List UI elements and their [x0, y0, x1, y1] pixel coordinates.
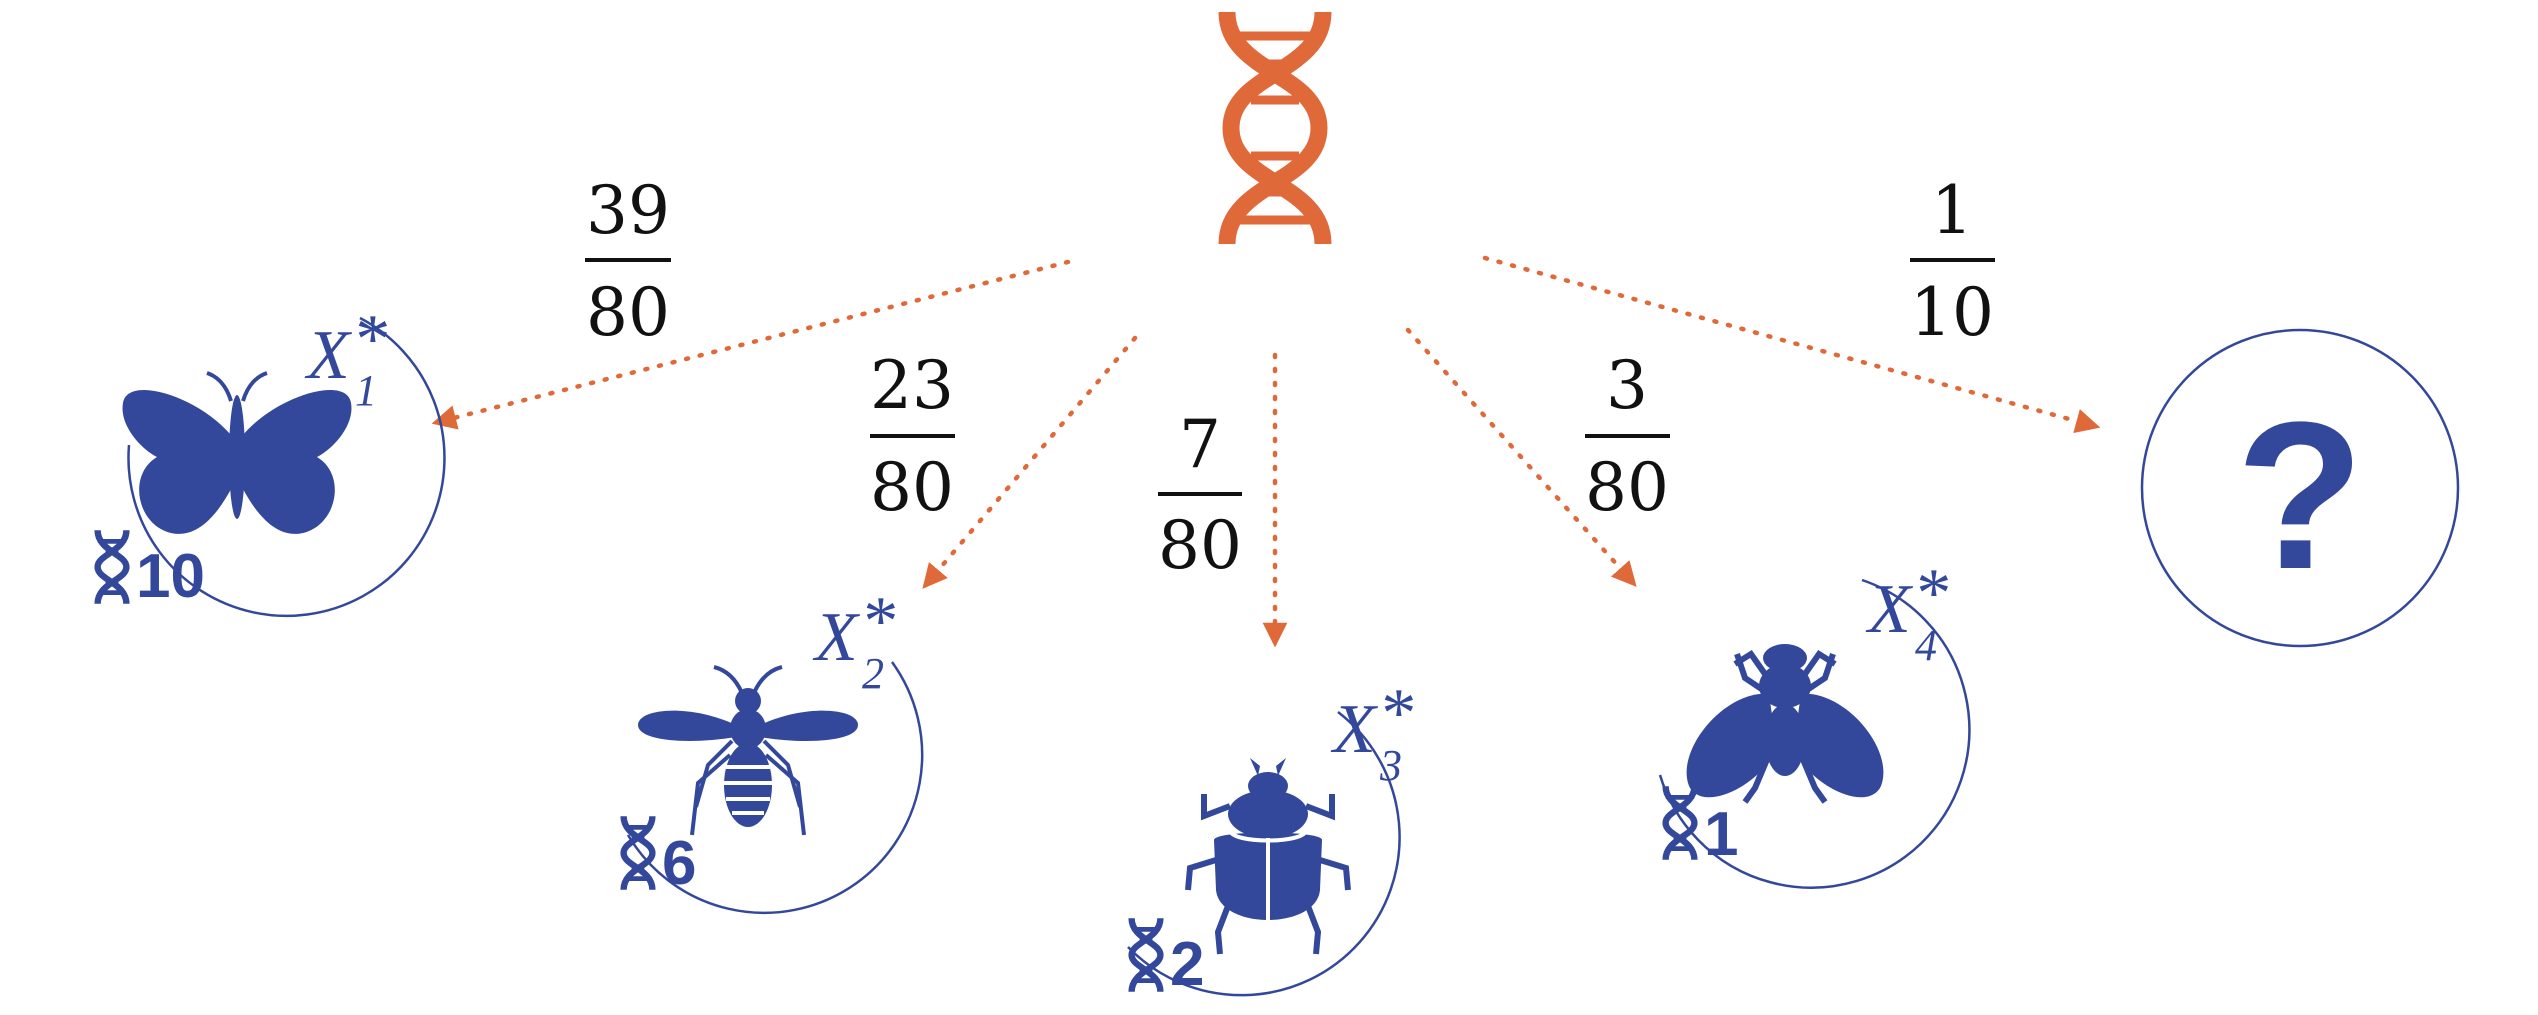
variable-star: *: [860, 583, 895, 660]
node-bee: X 2 * 6: [624, 583, 924, 915]
fraction-fly: 3 80: [1585, 347, 1670, 526]
arrow-to-fly: [1405, 327, 1638, 588]
fraction-numerator: 39: [586, 172, 670, 249]
fraction-numerator: 7: [1179, 406, 1221, 483]
dna-count-icon: [624, 816, 653, 890]
variable-label: X 3 *: [1330, 675, 1413, 790]
fraction-butterfly: 39 80: [585, 172, 671, 351]
arrow-to-butterfly: [431, 259, 1071, 430]
dna-count-icon: [98, 530, 127, 604]
variable-name: X: [1865, 571, 1914, 648]
variable-name: X: [304, 317, 353, 394]
butterfly-icon: [122, 371, 352, 534]
fly-icon: [1686, 644, 1884, 804]
variable-subscript: 3: [1379, 741, 1402, 790]
variable-label: X 4 *: [1865, 555, 1948, 670]
variable-label: X 2 *: [812, 583, 895, 698]
sequence-count: 1: [1704, 800, 1738, 869]
bee-icon: [638, 665, 858, 836]
arrow-to-bee: [921, 335, 1138, 590]
sequence-count: 6: [662, 829, 696, 898]
question-mark-icon: ?: [2236, 378, 2364, 613]
arrow-to-unknown: [1482, 255, 2101, 434]
fraction-numerator: 3: [1606, 347, 1648, 424]
dna-count-icon: [1666, 786, 1695, 860]
fraction-beetle: 7 80: [1158, 406, 1242, 584]
variable-star: *: [352, 301, 387, 378]
variable-star: *: [1913, 555, 1948, 632]
fraction-numerator: 1: [1931, 172, 1973, 249]
node-circle: [626, 661, 924, 915]
sequence-count: 2: [1170, 930, 1204, 999]
fraction-numerator: 23: [870, 347, 954, 424]
variable-name: X: [1330, 691, 1379, 768]
variable-subscript: 2: [862, 649, 884, 698]
node-circle: [2140, 328, 2460, 648]
variable-subscript: 4: [1915, 621, 1937, 670]
variable-label: X 1 *: [304, 301, 387, 415]
node-beetle: X 3 * 2: [1127, 675, 1413, 999]
node-butterfly: X 1 * 10: [98, 301, 446, 618]
variable-subscript: 1: [355, 366, 377, 415]
beetle-icon: [1185, 758, 1351, 955]
dna-helix-icon: [1218, 11, 1332, 245]
fraction-unknown: 1 10: [1910, 172, 1995, 351]
fraction-denominator: 10: [1910, 274, 1994, 351]
fraction-denominator: 80: [870, 449, 954, 526]
node-circle: [1127, 711, 1401, 997]
fraction-denominator: 80: [586, 274, 670, 351]
fraction-bee: 23 80: [870, 347, 955, 526]
node-circle: [1658, 578, 1971, 889]
node-fly: X 4 * 1: [1658, 555, 1971, 889]
fraction-denominator: 80: [1158, 507, 1242, 584]
sequence-count: 10: [136, 542, 205, 611]
variable-name: X: [812, 599, 861, 676]
variable-star: *: [1378, 675, 1413, 752]
branch-arrows: [431, 255, 2101, 648]
node-circle: [127, 316, 446, 618]
fraction-denominator: 80: [1585, 449, 1669, 526]
node-unknown: ?: [2140, 328, 2460, 648]
